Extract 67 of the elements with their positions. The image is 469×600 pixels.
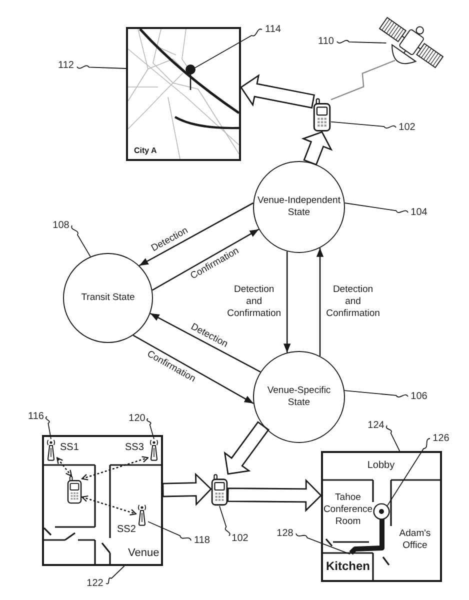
signal-zigzag: [330, 60, 396, 100]
leader-line: [194, 28, 262, 68]
station-label: SS2: [117, 524, 136, 536]
antenna-icon: [45, 439, 57, 461]
edge-label: Detection and Confirmation: [325, 284, 381, 320]
room-label: Tahoe Conference Room: [323, 492, 373, 528]
antenna-icon: [136, 504, 148, 526]
room-label: Lobby: [366, 460, 396, 472]
leader-line: [336, 40, 387, 44]
mobile-phone-icon: [313, 98, 331, 132]
leader-line: [106, 566, 125, 584]
block-arrow: [162, 472, 212, 506]
mobile-phone-icon: [67, 476, 82, 504]
reference-number: 122: [84, 577, 106, 590]
venue-label: Venue: [128, 547, 160, 560]
reference-number: 124: [365, 419, 387, 432]
station-label: SS1: [60, 442, 79, 454]
leader-line: [146, 418, 154, 440]
leader-line: [296, 533, 350, 555]
location-marker-icon: [373, 503, 390, 520]
state-node: Venue-Independent State: [253, 161, 345, 253]
block-arrow: [301, 131, 333, 166]
reference-number: 104: [408, 206, 430, 219]
leader-line: [344, 202, 408, 213]
transition-arrow: [152, 228, 260, 291]
map-label: City A: [134, 146, 158, 156]
leader-line: [344, 390, 408, 398]
transition-arrow: [150, 312, 261, 372]
reference-number: 128: [274, 527, 296, 540]
dotted-arrow: [81, 495, 137, 516]
map-pin-icon: [185, 64, 196, 90]
antenna-icon: [148, 439, 160, 461]
block-arrow: [224, 421, 270, 475]
dotted-arrow: [81, 456, 149, 480]
block-arrow: [227, 478, 322, 512]
transition-arrow: [316, 248, 324, 356]
transition-arrow: [138, 202, 254, 266]
leader-line: [148, 521, 192, 541]
edge-label: Detection and Confirmation: [226, 284, 282, 320]
room-label: Adam's Office: [398, 528, 432, 552]
reference-number: 102: [396, 121, 418, 134]
block-arrow: [240, 74, 316, 109]
reference-number: 126: [430, 432, 452, 445]
transition-arrow: [284, 251, 291, 353]
leader-line: [71, 225, 91, 258]
leader-line: [219, 506, 230, 536]
leader-line: [386, 438, 430, 506]
reference-number: 112: [55, 59, 77, 72]
reference-number: 114: [262, 23, 284, 36]
leader-line: [330, 121, 396, 129]
reference-number: 102: [229, 532, 251, 545]
leader-line: [45, 416, 52, 440]
state-node: Transit State: [63, 253, 153, 343]
reference-number: 116: [25, 410, 47, 423]
reference-number: 108: [50, 219, 72, 232]
state-node: Venue-Specific State: [253, 351, 345, 443]
reference-number: 118: [191, 534, 213, 547]
leader-line: [76, 65, 126, 69]
mobile-phone-icon: [211, 474, 228, 506]
reference-number: 110: [315, 35, 337, 48]
reference-number: 120: [126, 412, 148, 425]
room-label: Kitchen: [324, 559, 371, 574]
station-label: SS3: [125, 442, 144, 454]
dotted-arrow: [56, 457, 72, 477]
leader-line: [386, 425, 400, 452]
reference-number: 106: [408, 390, 430, 403]
transition-arrow: [132, 334, 254, 404]
